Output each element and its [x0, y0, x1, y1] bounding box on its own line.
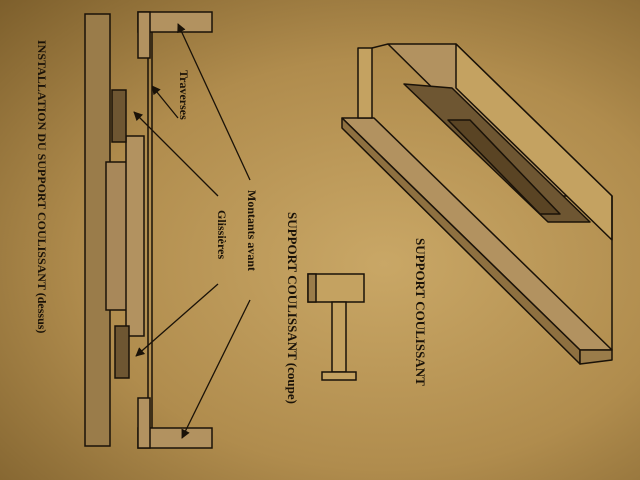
- riser-edge: [371, 43, 389, 49]
- slide-rail-top: [111, 89, 127, 143]
- installation-top-view: [84, 11, 213, 449]
- front-plate-end: [579, 349, 613, 365]
- left-riser: [357, 47, 373, 119]
- leader-arrows: [133, 23, 251, 439]
- arrow-traverses: [151, 85, 179, 119]
- channel-dark: [447, 119, 561, 215]
- sliding-panel: [105, 161, 129, 311]
- cross-section: [307, 273, 365, 381]
- support-3d-view: [341, 43, 613, 365]
- arrow-montants-bottom: [181, 299, 251, 439]
- section-foot: [321, 371, 357, 381]
- support-title: SUPPORT COULISSANT: [413, 238, 428, 386]
- front-upright-top-leg: [137, 11, 151, 59]
- label-montants-avant: Montants avant: [245, 190, 259, 271]
- label-traverses: Traverses: [177, 70, 191, 120]
- slide-rail-bottom: [114, 325, 130, 379]
- arrow-montants-top: [177, 23, 251, 181]
- coupe-title: SUPPORT COULISSANT (coupe): [285, 212, 300, 404]
- inner-panel: [125, 135, 145, 337]
- label-glissieres: Glissières: [215, 210, 229, 259]
- arrow-glissieres-bottom: [135, 283, 219, 357]
- section-top-shadow: [307, 273, 317, 303]
- arrow-glissieres-top: [133, 111, 219, 197]
- section-stem: [331, 301, 347, 373]
- front-upright-bottom-leg: [137, 397, 151, 449]
- installation-title: INSTALLATION DU SUPPORT COULISSANT (dess…: [35, 40, 49, 333]
